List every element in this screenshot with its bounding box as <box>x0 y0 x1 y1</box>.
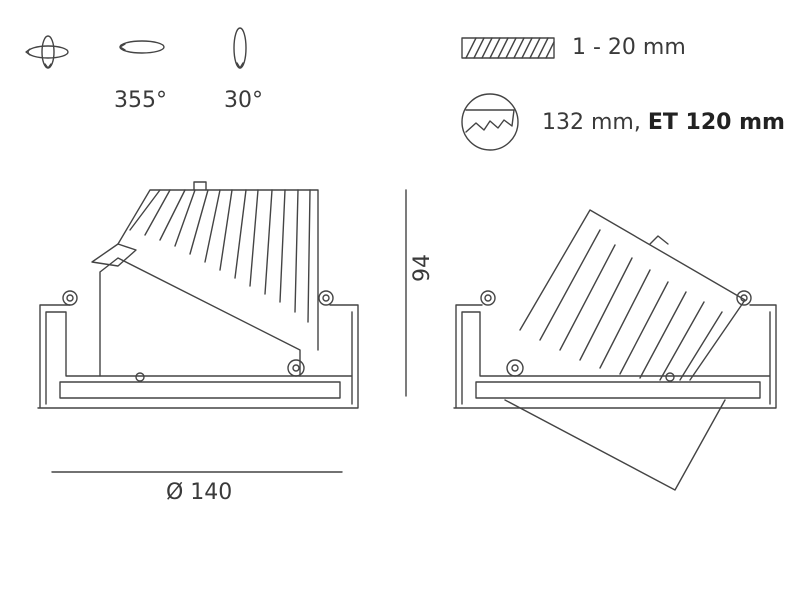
saw-cutout-icon <box>461 93 519 151</box>
rotate-horizontal-icon <box>119 40 165 54</box>
rotate-vertical-icon <box>233 27 247 69</box>
diameter-dimension-label: Ø 140 <box>166 480 233 505</box>
cutout-et-size: ET 120 mm <box>647 110 785 135</box>
ceiling-hatch-icon <box>461 37 555 59</box>
cutout-size: 132 mm, <box>542 110 648 135</box>
tilt-angle-label: 30° <box>224 88 263 113</box>
cutout-label: 132 mm, ET 120 mm <box>542 110 785 135</box>
ceiling-thickness-label: 1 - 20 mm <box>572 35 686 60</box>
rotation-angle-label: 355° <box>114 88 167 113</box>
rotate-both-axes-icon <box>25 35 69 69</box>
height-dimension-label: 94 <box>410 254 435 282</box>
tilted-view-drawing <box>453 209 777 491</box>
side-view-drawing <box>37 181 359 409</box>
